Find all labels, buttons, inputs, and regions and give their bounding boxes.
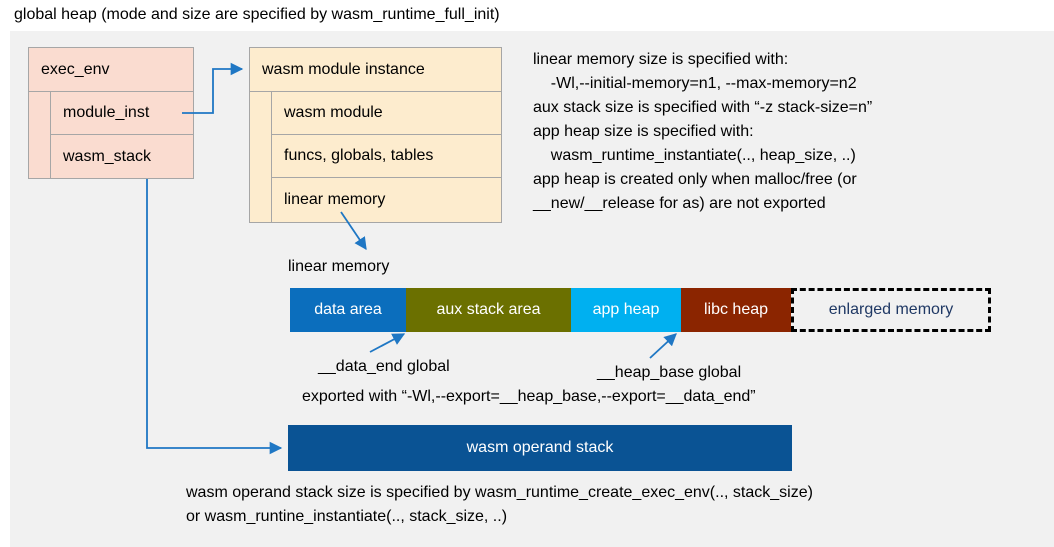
wasm-module-instance-header: wasm module instance xyxy=(250,48,501,92)
linear-memory-caption: linear memory xyxy=(288,258,390,275)
segment-aux-stack-area: aux stack area xyxy=(406,288,571,332)
annotation-data-end: __data_end global xyxy=(318,358,450,375)
linear-memory-note: linear memory size is specified with: -W… xyxy=(533,51,873,212)
module-field-funcs-globals-tables: funcs, globals, tables xyxy=(272,135,501,178)
wasm-operand-stack-bar: wasm operand stack xyxy=(288,425,792,471)
exec-env-gutter xyxy=(29,92,51,179)
segment-app-heap: app heap xyxy=(571,288,681,332)
operand-stack-note: wasm operand stack size is specified by … xyxy=(186,484,813,525)
module-field-wasm-module: wasm module xyxy=(272,92,501,135)
segment-data-area: data area xyxy=(290,288,406,332)
exec-env-header: exec_env xyxy=(29,48,193,92)
exec-env-field-module-inst: module_inst xyxy=(51,92,193,135)
annotation-exported: exported with “-Wl,--export=__heap_base,… xyxy=(302,388,756,405)
annotation-heap-base: __heap_base global xyxy=(597,364,742,381)
page-title: global heap (mode and size are specified… xyxy=(14,6,500,23)
wasm-module-instance-gutter xyxy=(250,92,272,223)
exec-env-box: exec_env module_inst wasm_stack xyxy=(28,47,194,179)
linear-memory-bar: data area aux stack area app heap libc h… xyxy=(290,288,991,332)
exec-env-rows: module_inst wasm_stack xyxy=(29,92,193,179)
segment-enlarged-memory: enlarged memory xyxy=(791,288,991,332)
wasm-module-instance-box: wasm module instance wasm module funcs, … xyxy=(249,47,502,223)
module-field-linear-memory: linear memory xyxy=(284,190,386,208)
segment-libc-heap: libc heap xyxy=(681,288,791,332)
exec-env-field-wasm-stack: wasm_stack xyxy=(63,147,152,165)
wasm-module-instance-rows: wasm module funcs, globals, tables linea… xyxy=(250,92,501,223)
